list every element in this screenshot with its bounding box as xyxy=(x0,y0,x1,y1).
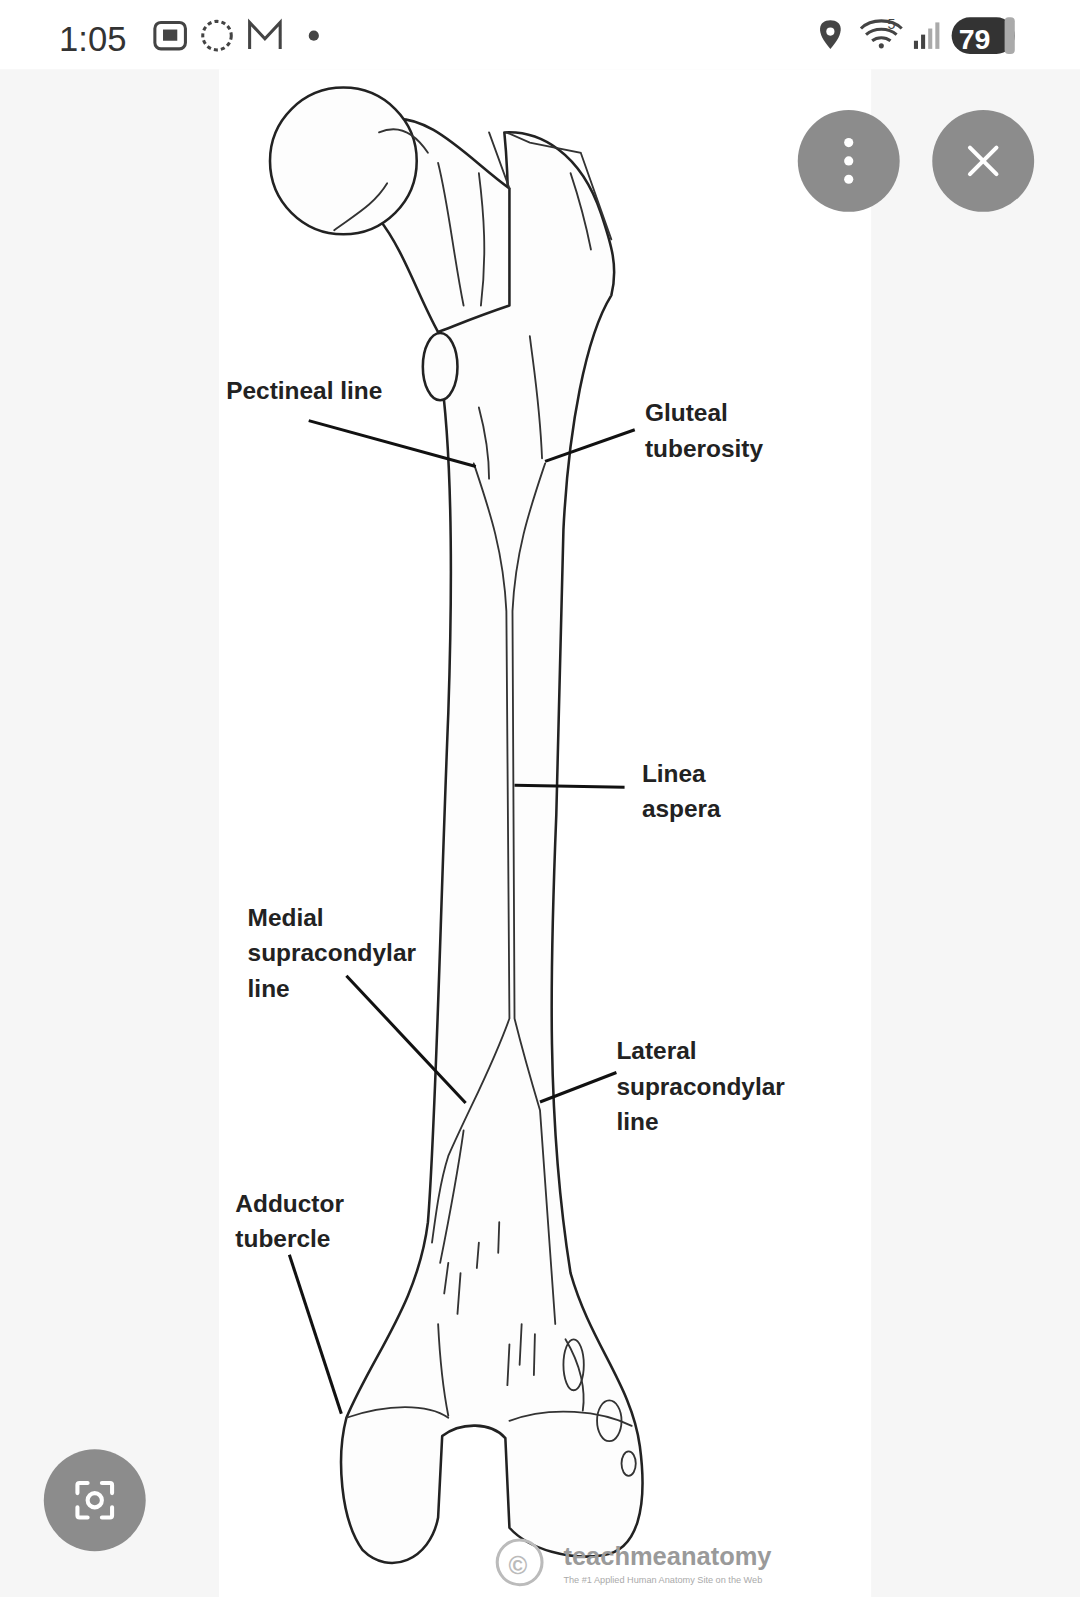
status-icons xyxy=(928,29,932,49)
wifi-badge: 5 xyxy=(887,14,895,35)
leader-lines xyxy=(515,785,625,787)
status-icons xyxy=(826,27,834,35)
bone-detail-lines xyxy=(379,129,428,153)
bone-detail-lines xyxy=(571,173,591,249)
screen-ground xyxy=(0,0,1080,69)
bone-detail-lines xyxy=(432,463,509,1242)
part-label: Pectineal line xyxy=(226,373,430,408)
bone-detail-lines xyxy=(509,1412,631,1426)
status-icons xyxy=(921,35,925,49)
femur-bone xyxy=(341,132,642,1563)
battery-level: 79 xyxy=(959,19,991,60)
status-icons xyxy=(820,20,841,49)
status-icons xyxy=(914,41,918,49)
status-icons xyxy=(1005,17,1015,54)
femur-bone xyxy=(270,88,643,1563)
part-label: Gluteal tuberosity xyxy=(645,395,798,466)
bone-detail-lines xyxy=(565,1339,583,1410)
overlay-buttons xyxy=(88,1493,102,1507)
overlay-buttons xyxy=(932,110,1034,212)
overlay-buttons xyxy=(44,1449,146,1551)
part-label: Lateral supracondylar line xyxy=(616,1033,810,1139)
bone-detail-lines xyxy=(622,1451,636,1475)
watermark-ring xyxy=(497,1540,542,1585)
leader-lines xyxy=(309,421,476,467)
status-icons xyxy=(309,31,319,41)
status-icons xyxy=(935,22,939,48)
leader-lines xyxy=(289,421,634,1414)
overlay-buttons xyxy=(77,1483,112,1518)
overlay-buttons xyxy=(844,138,853,147)
bone-detail-lines xyxy=(506,132,611,239)
overlay-buttons xyxy=(844,156,853,165)
bone-detail-lines xyxy=(334,129,636,1476)
leader-lines xyxy=(289,1255,341,1414)
watermark-tagline: The #1 Applied Human Anatomy Site on the… xyxy=(563,1574,762,1587)
leader-lines xyxy=(540,1072,616,1102)
copyright-mark: © xyxy=(508,1547,527,1584)
bone-detail-lines xyxy=(438,1324,448,1416)
bone-detail-lines xyxy=(440,1131,463,1263)
status-icons xyxy=(250,22,281,48)
status-icons xyxy=(155,17,1015,54)
bone-detail-lines xyxy=(563,1339,583,1390)
part-label: Medial supracondylar line xyxy=(248,900,442,1006)
bone-detail-lines xyxy=(479,173,484,305)
watermark: teachmeanatomy xyxy=(563,1538,771,1575)
bone-detail-lines xyxy=(597,1400,621,1441)
bone-detail-lines xyxy=(530,336,542,458)
status-icons xyxy=(203,21,232,50)
leader-lines xyxy=(545,430,635,462)
status-icons xyxy=(861,21,902,41)
femur-bone xyxy=(423,333,458,400)
bone-detail-lines xyxy=(512,463,555,1324)
femur-bone xyxy=(270,88,417,235)
part-label: Linea aspera xyxy=(642,756,754,827)
overlay-buttons xyxy=(970,148,996,174)
status-time: 1:05 xyxy=(59,14,126,64)
status-icons xyxy=(163,30,177,41)
screen-ground xyxy=(219,69,871,1597)
overlay-buttons xyxy=(844,175,853,184)
bone-detail-lines xyxy=(334,183,387,230)
watermark-ring xyxy=(497,1540,542,1585)
bone-detail-lines xyxy=(479,407,489,478)
status-icons xyxy=(155,22,186,48)
bone-detail-lines xyxy=(346,1407,448,1418)
bone-detail-lines xyxy=(444,1222,535,1385)
overlay-buttons xyxy=(798,110,900,212)
bone-detail-lines xyxy=(489,132,509,188)
part-label: Adductor tubercle xyxy=(235,1186,388,1257)
status-icons xyxy=(879,43,884,48)
leader-lines xyxy=(346,976,465,1103)
bone-detail-lines xyxy=(438,163,463,306)
